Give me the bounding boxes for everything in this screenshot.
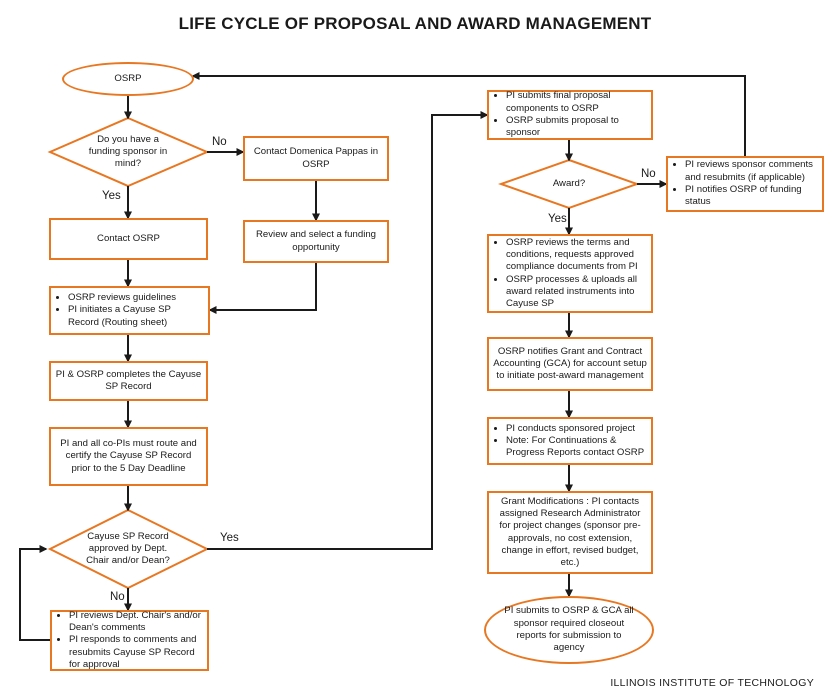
review-select-box: Review and select a funding opportunity [243,220,389,263]
complete-record-text: PI & OSRP completes the Cayuse SP Record [55,368,202,392]
contact-domenica-text: Contact Domenica Pappas in OSRP [253,146,379,170]
complete-record-box: PI & OSRP completes the Cayuse SP Record [49,361,208,401]
notify-gca-box: OSRP notifies Grant and Contract Account… [487,337,653,391]
route-certify-box: PI and all co-PIs must route and certify… [49,427,208,486]
contact-osrp-text: Contact OSRP [97,232,160,244]
conducts-box: PI conducts sponsored project Note: For … [487,417,653,465]
list-item: OSRP processes & uploads all award relat… [506,274,646,311]
award-decision-label: Award? [552,177,586,189]
list-item: PI reviews sponsor comments and resubmit… [685,159,817,184]
decision1-yes-label: Yes [102,190,121,202]
list-item: OSRP submits proposal to sponsor [506,115,646,140]
decision1-label: Do you have a funding sponsor in mind? [88,133,168,170]
reviews-guidelines-box: OSRP reviews guidelines PI initiates a C… [49,286,210,335]
decision1-no-label: No [212,136,227,148]
award-no-label: No [641,168,656,180]
list-item: OSRP reviews the terms and conditions, r… [506,237,646,274]
list-item: Note: For Continuations & Progress Repor… [506,435,646,460]
reviews-comments-box: PI reviews Dept. Chair's and/or Dean's c… [50,610,209,671]
list-item: PI reviews Dept. Chair's and/or Dean's c… [69,610,202,635]
award-yes-label: Yes [548,213,567,225]
edge-resubmit-loop [19,545,50,641]
decision2-label: Cayuse SP Record approved by Dept. Chair… [86,530,170,567]
diagram-title: LIFE CYCLE OF PROPOSAL AND AWARD MANAGEM… [178,14,652,33]
modifications-box: Grant Modifications : PI contacts assign… [487,491,653,574]
institution-footer: ILLINOIS INSTITUTE OF TECHNOLOGY [610,677,814,689]
resubmit-box: PI reviews sponsor comments and resubmit… [666,156,824,212]
edge-review-to-guidelines [208,263,317,314]
list-item: OSRP reviews guidelines [68,292,203,304]
terms-box: OSRP reviews the terms and conditions, r… [487,234,653,313]
route-certify-text: PI and all co-PIs must route and certify… [60,438,197,474]
decision2-yes-label: Yes [220,532,239,544]
list-item: PI initiates a Cayuse SP Record (Routing… [68,304,203,329]
decision2-no-label: No [110,591,125,603]
closeout-ellipse: PI submits to OSRP & GCA all sponsor req… [484,596,654,664]
review-select-text: Review and select a funding opportunity [256,229,376,253]
list-item: PI responds to comments and resubmits Ca… [69,634,202,671]
notify-gca-text: OSRP notifies Grant and Contract Account… [493,345,647,382]
start-osrp: OSRP [62,62,194,96]
edge-d2-yes [207,111,489,550]
modifications-text: Grant Modifications : PI contacts assign… [499,495,641,569]
final-proposal-box: PI submits final proposal components to … [487,90,653,140]
start-osrp-label: OSRP [114,72,142,84]
list-item: PI conducts sponsored project [506,423,646,435]
list-item: PI notifies OSRP of funding status [685,184,817,209]
closeout-text: PI submits to OSRP & GCA all sponsor req… [504,605,634,654]
contact-domenica-box: Contact Domenica Pappas in OSRP [243,136,389,181]
list-item: PI submits final proposal components to … [506,90,646,115]
contact-osrp-box: Contact OSRP [49,218,208,260]
edge-return-to-osrp [191,72,746,156]
